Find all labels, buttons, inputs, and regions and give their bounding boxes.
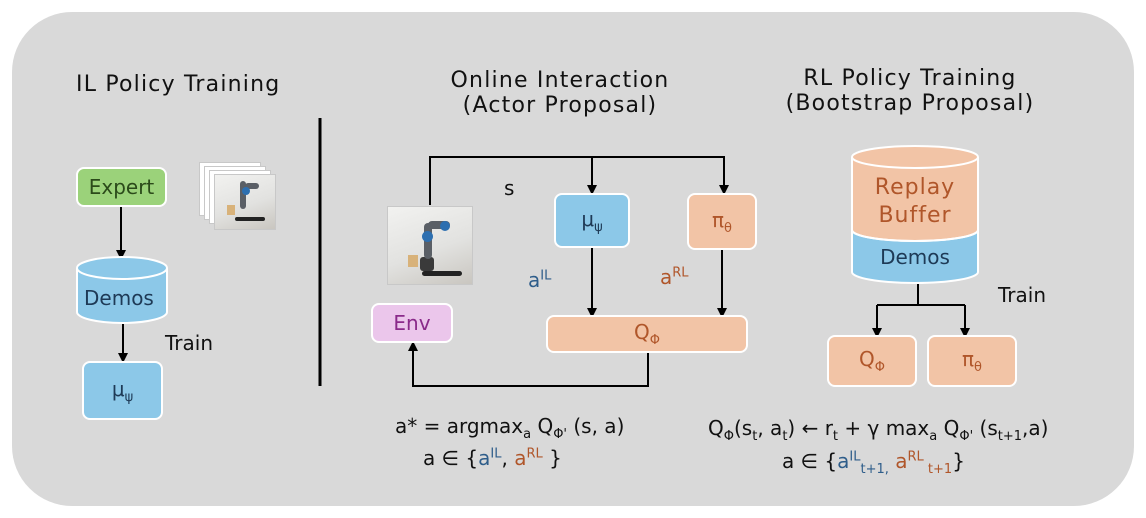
rl-title: RL Policy Training (Bootstrap Proposal) <box>770 66 1050 116</box>
actor-formula-line2: a ∈ {aIL, aRL } <box>423 446 562 470</box>
online-il-policy-symbol: μψ <box>581 206 603 235</box>
rl-critic-box: QΦ <box>827 335 917 387</box>
a-il-label: aIL <box>528 268 552 292</box>
online-title-line1: Online Interaction <box>450 68 670 93</box>
env-label: Env <box>393 311 431 335</box>
rl-train-label: Train <box>998 283 1046 307</box>
rl-demos-label: Demos <box>880 245 950 269</box>
online-rl-policy-symbol: πθ <box>711 207 732 236</box>
replay-buffer-label: Replay Buffer <box>852 174 978 230</box>
env-box: Env <box>371 303 453 343</box>
demo-photo-front <box>214 174 276 230</box>
online-rl-policy-box: πθ <box>687 193 757 250</box>
bootstrap-formula-line1: QΦ(st, at) ← rt + γ maxa QΦ' (st+1,a) <box>708 416 1049 444</box>
online-il-policy-box: μψ <box>554 193 630 248</box>
a-rl-label: aRL <box>660 265 689 289</box>
online-critic-box: QΦ <box>546 315 748 353</box>
replay-label-line1: Replay <box>874 175 956 200</box>
il-demos-cylinder <box>76 256 168 324</box>
il-policy-symbol: μψ <box>111 376 134 405</box>
expert-label: Expert <box>88 175 155 199</box>
arrow-q-to-env <box>408 341 649 387</box>
replay-buffer-cylinder <box>851 145 979 284</box>
online-title-line2: (Actor Proposal) <box>462 93 658 118</box>
expert-box: Expert <box>76 167 167 207</box>
env-photo <box>387 206 473 285</box>
rl-title-line1: RL Policy Training <box>803 66 1017 91</box>
il-policy-box: μψ <box>82 361 163 420</box>
il-train-label: Train <box>165 331 213 355</box>
bootstrap-formula-line2: a ∈ {aILt+1, aRL t+1} <box>782 449 965 477</box>
online-title: Online Interaction (Actor Proposal) <box>420 68 700 118</box>
rl-policy-symbol: πθ <box>961 347 982 375</box>
il-demos-label: Demos <box>84 286 154 310</box>
rl-policy-box: πθ <box>927 335 1017 387</box>
il-title: IL Policy Training <box>76 72 281 97</box>
online-critic-symbol: QΦ <box>634 320 660 348</box>
rl-title-line2: (Bootstrap Proposal) <box>785 91 1035 116</box>
state-label: s <box>504 176 515 200</box>
rl-critic-symbol: QΦ <box>859 347 885 375</box>
state-line <box>429 156 729 205</box>
replay-label-line2: Buffer <box>878 203 952 228</box>
actor-formula-line1: a* = argmaxa QΦ' (s, a) <box>395 414 625 442</box>
